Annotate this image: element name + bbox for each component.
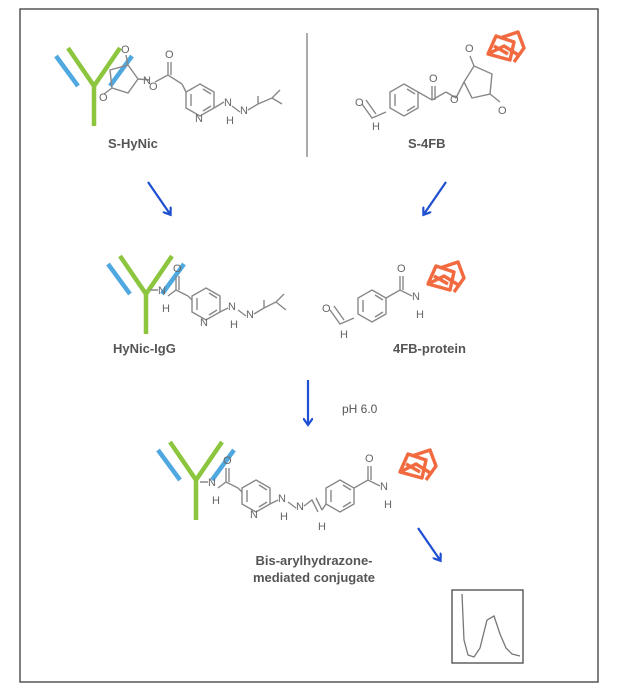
svg-text:O: O [450, 94, 459, 106]
4fb-protein-label: 4FB-protein [393, 341, 466, 356]
svg-text:N: N [200, 317, 208, 329]
svg-text:N: N [278, 493, 286, 505]
svg-text:O: O [355, 97, 364, 109]
svg-text:O: O [465, 43, 474, 55]
svg-text:N: N [380, 481, 388, 493]
hynic-igg-structure: N H O N N H N [108, 256, 287, 334]
svg-text:H: H [212, 495, 220, 507]
protein-icon [426, 260, 466, 294]
svg-text:N: N [208, 477, 216, 489]
svg-text:H: H [372, 121, 380, 133]
s-4fb-structure: O H O O O O [355, 30, 526, 133]
svg-text:N: N [224, 97, 232, 109]
svg-text:O: O [322, 303, 331, 315]
svg-text:N: N [158, 285, 166, 297]
s-hynic-label: S-HyNic [108, 136, 158, 151]
svg-text:O: O [121, 44, 130, 56]
conjugate-label-line2: mediated conjugate [252, 570, 376, 585]
svg-text:H: H [162, 303, 170, 315]
antibody-icon [158, 442, 234, 520]
4fb-protein-structure: O H O N H [322, 260, 466, 341]
svg-text:H: H [384, 499, 392, 511]
svg-text:N: N [296, 501, 304, 513]
svg-text:O: O [498, 105, 507, 117]
protein-icon [398, 448, 438, 482]
conjugate-structure: N H O N N H N H O N H [158, 442, 438, 533]
svg-text:H: H [340, 329, 348, 341]
antibody-icon [56, 48, 132, 126]
conjugate-label-line1: Bis-arylhydrazone- [255, 553, 373, 568]
svg-text:N: N [228, 301, 236, 313]
svg-text:O: O [173, 263, 182, 275]
chromatogram-icon [451, 589, 524, 664]
svg-text:H: H [226, 115, 234, 127]
svg-text:N: N [246, 309, 254, 321]
arrow-icon [147, 181, 170, 214]
svg-text:O: O [365, 453, 374, 465]
protein-icon [486, 30, 526, 64]
svg-text:N: N [412, 291, 420, 303]
svg-text:O: O [397, 263, 406, 275]
arrow-icon [424, 181, 447, 214]
svg-text:H: H [230, 319, 238, 331]
svg-text:O: O [429, 73, 438, 85]
svg-text:O: O [149, 81, 158, 93]
figure-border [19, 8, 599, 683]
svg-text:O: O [165, 49, 174, 61]
svg-text:N: N [250, 509, 258, 521]
svg-text:N: N [143, 75, 151, 87]
svg-text:H: H [318, 521, 326, 533]
s-4fb-label: S-4FB [408, 136, 446, 151]
svg-text:O: O [223, 455, 232, 467]
hynic-igg-label: HyNic-IgG [113, 341, 176, 356]
s-hynic-structure: O O N O O N N H N [56, 44, 283, 127]
svg-text:N: N [240, 105, 248, 117]
svg-text:O: O [99, 92, 108, 104]
svg-text:H: H [416, 309, 424, 321]
arrow-icon [417, 527, 440, 560]
svg-text:N: N [195, 113, 203, 125]
svg-text:H: H [280, 511, 288, 523]
ph-label: pH 6.0 [342, 402, 378, 416]
